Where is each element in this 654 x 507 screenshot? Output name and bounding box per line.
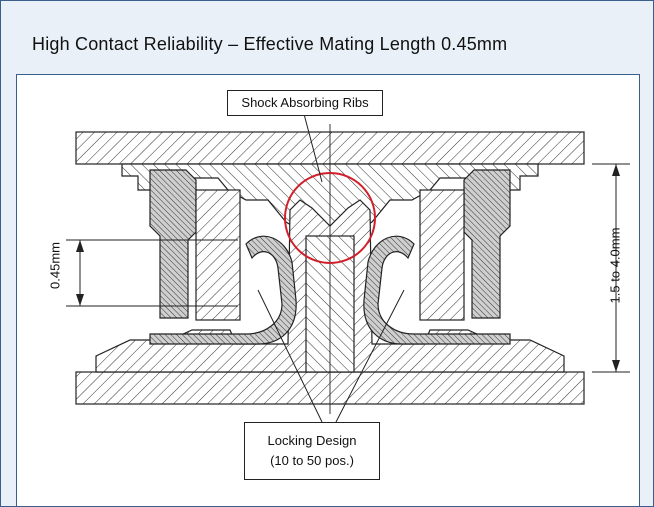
- shock-absorbing-ribs-callout: Shock Absorbing Ribs: [227, 90, 383, 116]
- right-plug-terminal: [463, 169, 511, 319]
- shock-leader-line: [303, 113, 323, 183]
- stack-height-dimension-label: 1.5 to 4.0mm: [607, 227, 623, 304]
- left-plug-terminal: [149, 169, 197, 319]
- dim-left-arrow-top: [76, 240, 84, 252]
- figure-title: High Contact Reliability – Effective Mat…: [32, 34, 508, 54]
- mating-length-dimension-label: 0.45mm: [47, 242, 63, 289]
- locking-design-callout: Locking Design (10 to 50 pos.): [244, 422, 380, 480]
- dim-left-arrow-bottom: [76, 294, 84, 306]
- right-spring-contact: [363, 235, 511, 345]
- locking-design-label: Locking Design: [267, 433, 357, 448]
- left-plug-contact: [195, 189, 241, 321]
- locking-leader-right: [335, 289, 405, 423]
- left-spring-contact: [149, 235, 297, 345]
- locking-leader-left: [257, 289, 323, 423]
- locking-positions-label: (10 to 50 pos.): [270, 453, 354, 468]
- shock-rib-highlight-circle: [284, 172, 376, 264]
- dim-right-arrow-bottom: [612, 360, 620, 372]
- dim-right-arrow-top: [612, 164, 620, 176]
- right-plug-contact: [419, 189, 465, 321]
